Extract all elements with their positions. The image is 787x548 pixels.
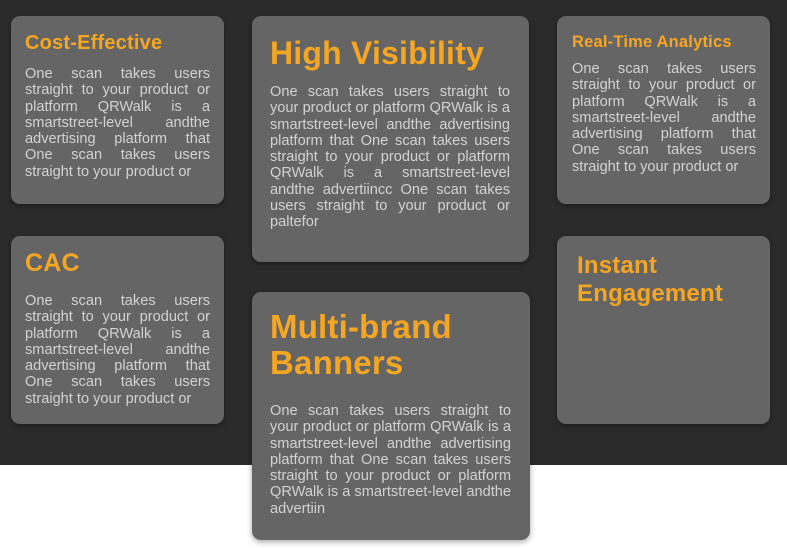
card-body: One scan takes users straight to your pr… <box>572 61 756 175</box>
card-body: One scan takes users straight to your pr… <box>25 66 210 180</box>
feature-card-instant-engagement: Instant Engagement <box>557 236 770 424</box>
card-body: One scan takes users straight to your pr… <box>25 293 210 407</box>
card-title: Cost-Effective <box>25 32 163 54</box>
feature-card-real-time-analytics: Real-Time Analytics One scan takes users… <box>557 16 770 204</box>
card-body: One scan takes users straight to your pr… <box>270 403 511 517</box>
feature-card-cost-effective: Cost-Effective One scan takes users stra… <box>11 16 224 204</box>
feature-card-multi-brand-banners: Multi-brand Banners One scan takes users… <box>252 292 530 540</box>
card-title: High Visibility <box>270 35 484 71</box>
card-title: Real-Time Analytics <box>572 33 732 51</box>
card-body: One scan takes users straight to your pr… <box>270 84 510 231</box>
card-title: Instant Engagement <box>577 252 724 307</box>
card-title: CAC <box>25 249 80 277</box>
feature-card-cac: CAC One scan takes users straight to you… <box>11 236 224 424</box>
card-title: Multi-brand Banners <box>270 308 452 381</box>
feature-card-high-visibility: High Visibility One scan takes users str… <box>252 16 529 262</box>
